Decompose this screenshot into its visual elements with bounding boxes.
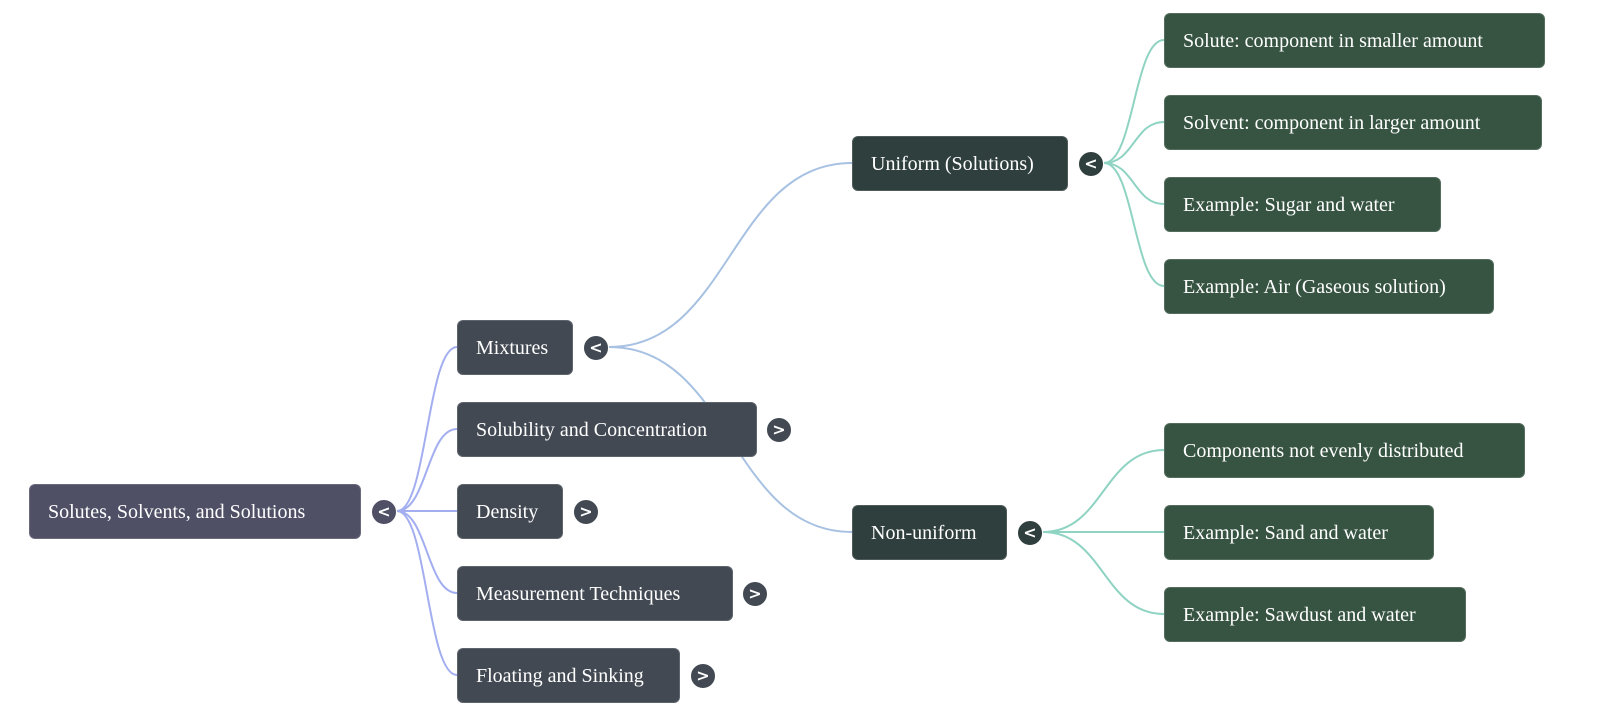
leaf-label: Components not evenly distributed <box>1183 440 1464 462</box>
edge-uniform-to-leaf <box>1103 121 1165 164</box>
solubility-expand-toggle[interactable]: > <box>766 417 792 443</box>
root-collapse-toggle[interactable]: < <box>371 499 397 525</box>
branch-label: Density <box>476 501 539 523</box>
leaf-node[interactable]: Example: Sawdust and water <box>1164 587 1466 642</box>
leaf-node[interactable]: Example: Air (Gaseous solution) <box>1164 259 1494 314</box>
edge-root-to-branch <box>396 510 458 676</box>
edge-uniform-to-leaf <box>1103 162 1165 287</box>
edge-root-to-branch <box>396 428 458 512</box>
leaf-label: Example: Sand and water <box>1183 522 1388 544</box>
branch-label: Measurement Techniques <box>476 583 681 605</box>
measurement-expand-toggle[interactable]: > <box>742 581 768 607</box>
leaf-node[interactable]: Example: Sugar and water <box>1164 177 1441 232</box>
root-node-label: Solutes, Solvents, and Solutions <box>48 501 306 523</box>
subtopic-node-non-uniform[interactable]: Non-uniform <box>852 505 1007 560</box>
uniform-collapse-toggle[interactable]: < <box>1078 151 1104 177</box>
edge-uniform-to-leaf <box>1103 162 1165 205</box>
leaf-label: Example: Sawdust and water <box>1183 604 1416 626</box>
edge-non-uniform-to-leaf <box>1042 531 1165 615</box>
mixtures-collapse-toggle[interactable]: < <box>583 335 609 361</box>
branch-label: Floating and Sinking <box>476 665 644 687</box>
branch-node-mixtures[interactable]: Mixtures <box>457 320 573 375</box>
root-node[interactable]: Solutes, Solvents, and Solutions <box>29 484 361 539</box>
leaf-node[interactable]: Solvent: component in larger amount <box>1164 95 1542 150</box>
edge-root-to-branch <box>396 346 458 512</box>
branch-node-density[interactable]: Density <box>457 484 563 539</box>
subtopic-label: Non-uniform <box>871 522 977 544</box>
leaf-label: Example: Air (Gaseous solution) <box>1183 276 1446 298</box>
branch-node-solubility-and-concentration[interactable]: Solubility and Concentration <box>457 402 757 457</box>
leaf-label: Solute: component in smaller amount <box>1183 30 1483 52</box>
edge-mixtures-to-uniform <box>608 162 853 348</box>
floating-expand-toggle[interactable]: > <box>690 663 716 689</box>
leaf-node[interactable]: Solute: component in smaller amount <box>1164 13 1545 68</box>
subtopic-label: Uniform (Solutions) <box>871 153 1034 175</box>
branch-node-measurement-techniques[interactable]: Measurement Techniques <box>457 566 733 621</box>
non-uniform-collapse-toggle[interactable]: < <box>1017 520 1043 546</box>
density-expand-toggle[interactable]: > <box>573 499 599 525</box>
subtopic-node-uniform[interactable]: Uniform (Solutions) <box>852 136 1068 191</box>
branch-label: Solubility and Concentration <box>476 419 708 441</box>
edge-uniform-to-leaf <box>1103 39 1165 164</box>
branch-label: Mixtures <box>476 337 549 359</box>
edge-non-uniform-to-leaf <box>1042 449 1165 533</box>
leaf-node[interactable]: Example: Sand and water <box>1164 505 1434 560</box>
leaf-node[interactable]: Components not evenly distributed <box>1164 423 1525 478</box>
edge-root-to-branch <box>396 510 458 594</box>
branch-node-floating-and-sinking[interactable]: Floating and Sinking <box>457 648 680 703</box>
leaf-label: Solvent: component in larger amount <box>1183 112 1481 134</box>
leaf-label: Example: Sugar and water <box>1183 194 1395 216</box>
